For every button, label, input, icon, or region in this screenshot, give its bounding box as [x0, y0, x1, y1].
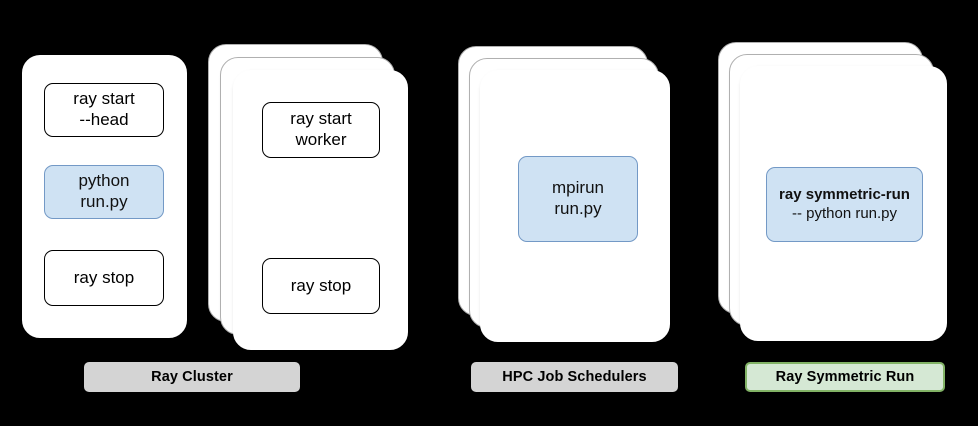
- group-ray-cluster-workers: ray start worker ray stop: [208, 44, 418, 354]
- command-line-1: ray symmetric-run: [779, 186, 910, 204]
- command-line-2: run.py: [80, 192, 128, 211]
- command-box-ray-stop-worker[interactable]: ray stop: [262, 258, 380, 314]
- command-line-1: python: [78, 171, 130, 191]
- legend-label: Ray Cluster: [151, 369, 233, 385]
- command-line-2: --head: [79, 110, 129, 129]
- command-line-2: -- python run.py: [791, 204, 898, 222]
- legend-ray-symmetric-run[interactable]: Ray Symmetric Run: [745, 362, 945, 392]
- legend-label: HPC Job Schedulers: [502, 369, 647, 385]
- command-box-ray-symmetric-run[interactable]: ray symmetric-run -- python run.py: [766, 167, 923, 242]
- command-line-1: ray start: [73, 89, 135, 109]
- command-box-python-run-py[interactable]: python run.py: [44, 165, 164, 219]
- group-ray-cluster-head: ray start --head python run.py ray stop: [22, 55, 192, 340]
- legend-hpc-job-schedulers[interactable]: HPC Job Schedulers: [471, 362, 678, 392]
- command-line-1: ray stop: [290, 275, 352, 295]
- command-line-1: mpirun: [552, 178, 604, 198]
- legend-label: Ray Symmetric Run: [775, 369, 915, 385]
- command-box-ray-stop-head[interactable]: ray stop: [44, 250, 164, 306]
- command-box-ray-start-head[interactable]: ray start --head: [44, 83, 164, 137]
- command-line-2: worker: [295, 130, 347, 149]
- legend-ray-cluster[interactable]: Ray Cluster: [84, 362, 300, 392]
- command-line-1: ray stop: [73, 267, 135, 287]
- command-box-mpirun-run-py[interactable]: mpirun run.py: [518, 156, 638, 242]
- command-line-2: run.py: [554, 199, 602, 218]
- command-box-ray-start-worker[interactable]: ray start worker: [262, 102, 380, 158]
- group-ray-symmetric-run: ray symmetric-run -- python run.py: [718, 42, 958, 347]
- group-hpc-job-schedulers: mpirun run.py: [458, 46, 683, 346]
- command-line-1: ray start: [290, 109, 352, 129]
